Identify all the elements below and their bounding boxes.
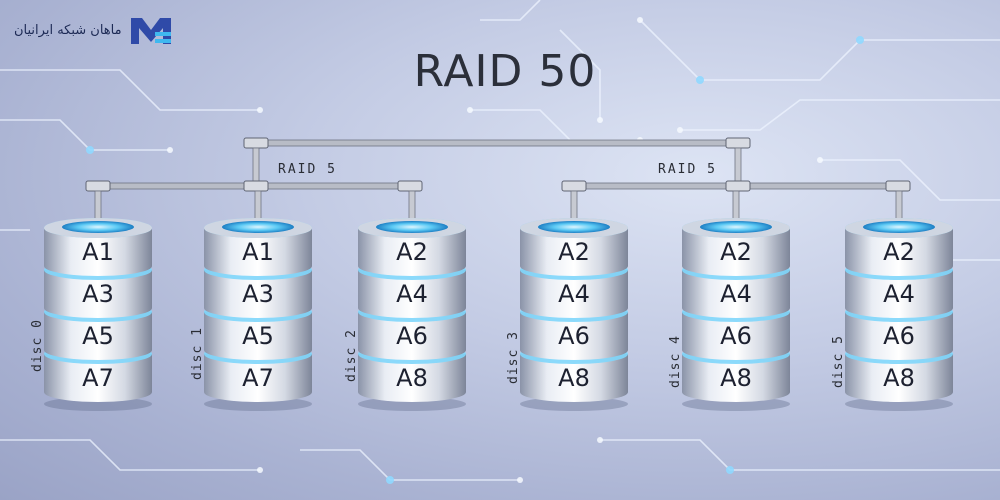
data-block-label: A4 [883,280,915,308]
raid5-group-label: RAID 5 [278,162,337,177]
mahan-logo-icon [130,18,171,44]
data-block-label: A4 [720,280,752,308]
disc-label: disc 0 [30,319,45,372]
data-block-label: A2 [558,238,590,266]
data-block-label: A5 [82,322,114,350]
data-block-label: A6 [396,322,428,350]
data-block-label: A3 [242,280,274,308]
data-block-label: A3 [82,280,114,308]
data-block-label: A6 [883,322,915,350]
data-block-label: A8 [396,364,428,392]
data-block-label: A2 [883,238,915,266]
disc-label: disc 2 [344,329,359,382]
data-block-label: A1 [242,238,274,266]
disc-label: disc 4 [668,335,683,388]
data-block-label: A8 [558,364,590,392]
data-block-label: A2 [720,238,752,266]
data-block-label: A2 [396,238,428,266]
data-block-label: A5 [242,322,274,350]
brand: ماهان شبکه ایرانیان [14,10,174,50]
data-block-label: A4 [558,280,590,308]
data-block-label: A8 [883,364,915,392]
data-block-label: A1 [82,238,114,266]
data-block-label: A7 [82,364,114,392]
raid5-group-label: RAID 5 [658,162,717,177]
disc-label: disc 5 [831,335,846,388]
data-block-label: A8 [720,364,752,392]
data-block-label: A6 [720,322,752,350]
data-block-label: A7 [242,364,274,392]
disc-label: disc 1 [190,327,205,380]
data-block-label: A4 [396,280,428,308]
data-block-label: A6 [558,322,590,350]
diagram-title: RAID 50 [413,46,597,97]
disc-label: disc 3 [506,331,521,384]
brand-name: ماهان شبکه ایرانیان [14,22,122,38]
